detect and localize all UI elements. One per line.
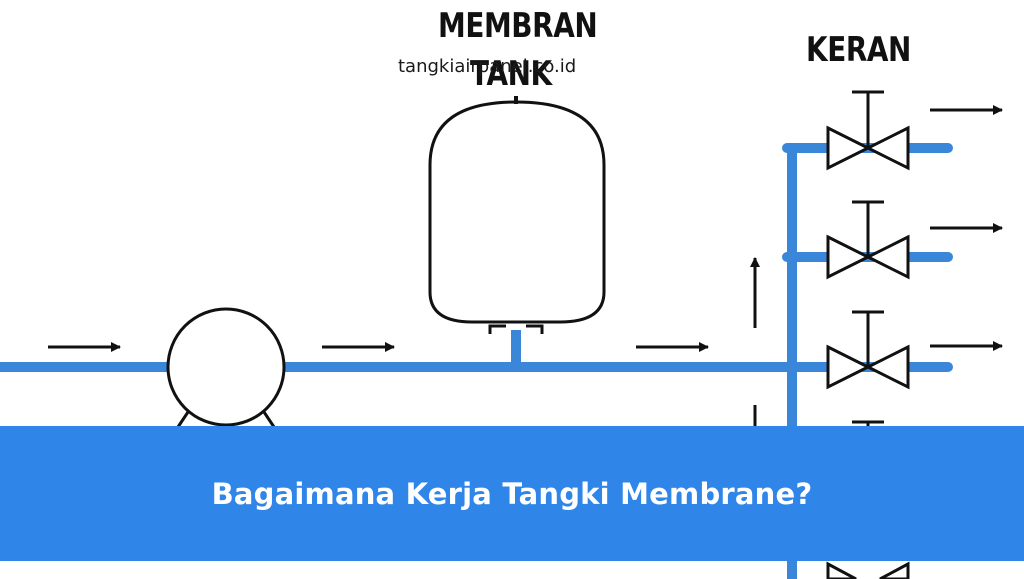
membrane-tank-label: MEMBRAN [438, 6, 598, 46]
pump-icon [166, 307, 286, 431]
site-watermark: tangkiairpanel.co.id [398, 56, 577, 77]
membrane-tank-icon [428, 96, 606, 334]
faucet-valve-4-icon [826, 420, 910, 579]
faucet-valve-2-icon [826, 200, 910, 280]
faucet-label: KERAN [806, 30, 911, 70]
faucet-valve-1-icon [826, 90, 910, 171]
banner-title: Bagaimana Kerja Tangki Membrane? [211, 476, 813, 511]
title-banner: Bagaimana Kerja Tangki Membrane? [0, 426, 1024, 561]
faucet-valve-3-icon [826, 310, 910, 390]
membrane-tank-sublabel: TANK [470, 54, 552, 94]
